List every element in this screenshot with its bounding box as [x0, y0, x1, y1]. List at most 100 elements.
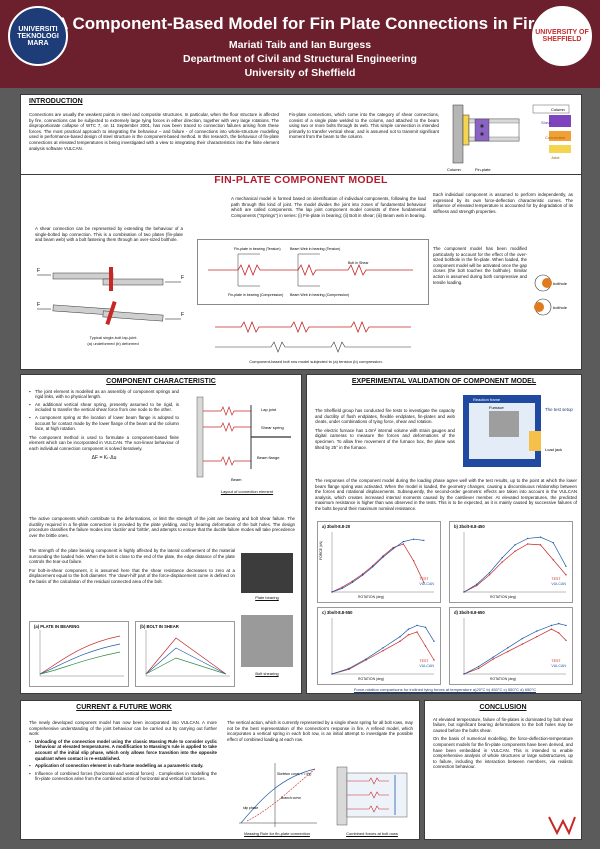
series-point: [433, 659, 435, 661]
current-work-panel: CURRENT & FUTURE WORK The newly develope…: [20, 700, 420, 840]
series-point: [492, 656, 494, 658]
authors: Mariati Taib and Ian Burgess: [228, 39, 372, 51]
component-bullet-3: A component spring at the location of lo…: [29, 415, 179, 432]
department: Department of Civil and Structural Engin…: [183, 53, 417, 65]
component-paragraph-2: The active components which contribute t…: [29, 516, 295, 538]
massing-rule-diagram: Skeleton curve, τ = f(γ) Branch curve sl…: [239, 763, 317, 827]
layout-label-lap-joint: Lap joint: [261, 407, 277, 412]
component-formula: ΔF = Kₜ·Δu: [91, 454, 117, 461]
massing-label-skeleton: Skeleton curve, τ = f(γ): [277, 772, 311, 776]
current-paragraph-2: The vertical action, which is currently …: [227, 720, 413, 742]
series-point: [382, 555, 384, 557]
series-point: [550, 628, 553, 630]
intro-paragraph-2: Fin-plate connections, which come into t…: [289, 112, 439, 140]
current-work-title: CURRENT & FUTURE WORK: [76, 704, 172, 711]
bolt-row-caption: Component-based bolt row model subjected…: [249, 359, 383, 364]
series-point: [382, 649, 384, 652]
series-point: [507, 650, 509, 653]
experimental-paragraph-2: The electric furnace has 1.0m³ internal …: [315, 427, 455, 450]
combined-forces-diagram: [336, 766, 408, 826]
series-point: [565, 574, 567, 576]
connection-element-layout: Lap joint Shear spring Beam flange Beam: [196, 396, 291, 482]
series-point: [527, 537, 529, 540]
intro-paragraph-1: Connections are usually the weakest poin…: [29, 112, 279, 151]
introduction-panel: INTRODUCTION Connections are usually the…: [20, 94, 582, 178]
series-point: [382, 647, 384, 649]
series-point: [412, 560, 415, 562]
series-point: [514, 544, 516, 546]
series-point: [521, 637, 523, 640]
vulcan-logo: [548, 816, 576, 835]
spring-label-1: Fin-plate in bearing (Tension): [234, 247, 281, 251]
charts-caption: Force-rotation comparisons for inclined …: [353, 687, 537, 692]
series-point: [361, 574, 364, 576]
finplate-paragraph-center: A mechanical model is formed based on id…: [231, 196, 426, 218]
bolthole-label-2: bolthole: [553, 305, 568, 310]
series-point: [341, 587, 343, 590]
series-point: [463, 591, 465, 593]
series-point: [365, 658, 367, 660]
setup-label-test: The test setup: [545, 407, 573, 412]
spring-label-3: Bolt in Shear: [348, 261, 369, 265]
introduction-title: INTRODUCTION: [29, 98, 83, 105]
series-point: [539, 544, 542, 546]
series-point: [407, 634, 410, 636]
spring-label-4: Fin-plate in bearing (Compression): [228, 293, 283, 297]
lap-joint-sketch: F F F F: [37, 267, 184, 326]
component-characteristic-panel: COMPONENT CHARACTERISTIC The joint eleme…: [20, 374, 302, 694]
plate-bearing-photo: [241, 553, 293, 593]
component-paragraph-4: For bolt-in-shear component, it is assum…: [29, 567, 235, 584]
series-point: [351, 580, 354, 582]
series-point: [407, 628, 410, 630]
series-point: [501, 557, 503, 559]
layout-label-beam-flange: Beam flange: [257, 455, 280, 460]
spring-row-model: [215, 320, 411, 353]
series-point: [361, 573, 364, 575]
lap-joint-caption: Typical single-bolt lap-joint: [89, 335, 137, 340]
series-point: [558, 632, 560, 634]
series-point: [351, 581, 354, 584]
series-line-test: [331, 543, 425, 593]
finplate-model-panel: FIN-PLATE COMPONENT MODEL A mechanical m…: [20, 174, 582, 370]
component-paragraph-3: The strength of the plate bearing compon…: [29, 548, 235, 565]
series-point: [492, 658, 494, 660]
series-point: [539, 536, 542, 538]
massing-label-branch: Branch curve: [281, 796, 301, 800]
uitm-seal-logo: UNIVERSITI TEKNOLOGI MARA: [8, 6, 68, 66]
series-point: [341, 586, 343, 588]
setup-label-reaction-frame: Reaction frame: [473, 397, 501, 402]
svg-text:F: F: [181, 312, 184, 318]
series-point: [507, 647, 509, 649]
svg-text:F: F: [37, 302, 40, 308]
series-point: [402, 540, 405, 543]
layout-label-shear-spring: Shear spring: [261, 425, 284, 430]
setup-label-furnace: Furnace: [489, 405, 504, 410]
series-point: [476, 584, 478, 587]
series-point: [392, 546, 394, 549]
bolthole-label-1: bolthole: [553, 281, 568, 286]
component-paragraph-1: The component method is used to formulat…: [29, 434, 179, 451]
series-point: [372, 566, 374, 568]
current-bullet-2: Application of connection element in sub…: [29, 763, 217, 769]
series-point: [382, 556, 384, 558]
spring-model-box: Fin-plate in bearing (Tension) Beam Web …: [197, 239, 429, 305]
series-point: [552, 559, 554, 561]
series-point: [477, 667, 480, 670]
series-point: [423, 539, 425, 542]
component-bullet-2: An additional vertical shear spring, pre…: [29, 402, 179, 413]
bolt-shearing-caption: Bolt shearing: [255, 671, 279, 676]
spring-label-5: Beam Web in bearing (Compression): [290, 293, 349, 297]
finplate-paragraph-right-1: Each individual component is assumed to …: [433, 192, 573, 214]
series-point: [423, 581, 425, 584]
conclusion-title: CONCLUSION: [479, 704, 527, 711]
series-point: [501, 561, 503, 563]
series-point: [565, 624, 567, 627]
poster-header: UNIVERSITI TEKNOLOGI MARA A Component-Ba…: [0, 0, 600, 88]
series-point: [402, 543, 405, 545]
series-point: [399, 640, 401, 643]
series-point: [424, 645, 427, 647]
series-point: [433, 640, 435, 643]
